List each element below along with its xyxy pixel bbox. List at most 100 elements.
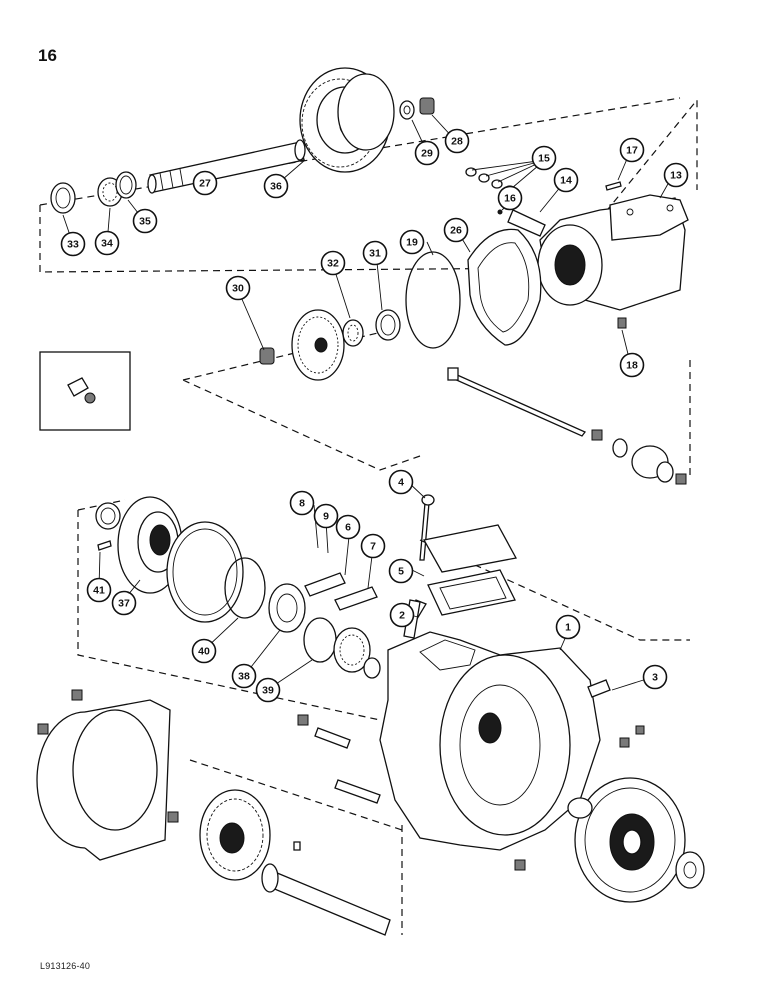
detail-inset (39, 351, 131, 431)
pin-16 (497, 209, 503, 215)
callout-label: 33 (67, 239, 79, 251)
callout-32: 32 (320, 250, 346, 276)
callout-1: 1 (555, 614, 581, 640)
callout-label: 6 (345, 522, 351, 534)
studs (297, 714, 526, 871)
callout-35: 35 (132, 208, 158, 234)
callout-label: 5 (398, 566, 404, 578)
callout-label: 18 (626, 360, 638, 372)
gasket-26 (467, 228, 542, 346)
cover-plate (422, 524, 517, 616)
seal-35 (115, 171, 137, 199)
callout-label: 2 (399, 610, 405, 622)
o-ring-40 (224, 557, 266, 619)
callout-6: 6 (335, 514, 361, 540)
bolt-41 (97, 540, 112, 551)
callout-label: 28 (451, 136, 463, 148)
callout-5: 5 (388, 558, 414, 584)
callout-label: 8 (299, 498, 305, 510)
nut-28 (419, 97, 435, 115)
snap-ring-39 (303, 617, 337, 663)
retainer-37 (117, 496, 183, 594)
callout-36: 36 (263, 173, 289, 199)
callout-label: 9 (323, 511, 329, 523)
clutch-disc (567, 725, 705, 903)
callout-label: 1 (565, 622, 571, 634)
callout-label: 32 (327, 258, 339, 270)
callout-label: 26 (450, 225, 462, 237)
callout-39: 39 (255, 677, 281, 703)
callout-label: 29 (421, 148, 433, 160)
output-shaft-gear (167, 789, 391, 936)
bevel-pinion-gear (291, 309, 345, 381)
bearing-38 (268, 583, 306, 633)
screw-17 (605, 181, 622, 191)
callout-label: 7 (370, 541, 376, 553)
callout-4: 4 (388, 469, 414, 495)
callout-label: 4 (398, 477, 404, 489)
gasket-disc (166, 521, 244, 623)
callout-33: 33 (60, 231, 86, 257)
callout-16: 16 (497, 185, 523, 211)
callout-label: 36 (270, 181, 282, 193)
callout-label: 35 (139, 216, 151, 228)
callout-40: 40 (191, 638, 217, 664)
middle-group-boundary (182, 329, 691, 480)
callout-label: 38 (238, 671, 250, 683)
seal-41-cap (95, 502, 121, 530)
callout-7: 7 (360, 533, 386, 559)
plug-18 (617, 317, 627, 329)
o-ring-19 (405, 251, 461, 349)
callout-label: 40 (198, 646, 210, 658)
bearing-cup-31 (375, 309, 401, 341)
callout-41: 41 (86, 577, 112, 603)
page-number: 16 (38, 46, 57, 65)
long-bolt-assembly (447, 367, 687, 485)
housing-13 (537, 194, 689, 311)
callout-label: 17 (626, 145, 638, 157)
callout-8: 8 (289, 490, 315, 516)
callout-34: 34 (94, 230, 120, 256)
bearing-cone-32 (342, 319, 364, 347)
callout-label: 16 (504, 193, 516, 205)
callout-14: 14 (553, 167, 579, 193)
cover-plates-6-7 (304, 572, 378, 611)
figure-code: L913126-40 (40, 961, 91, 971)
callout-label: 39 (262, 685, 274, 697)
bearing-cup-33 (50, 182, 76, 214)
callout-label: 31 (369, 248, 381, 260)
callout-17: 17 (619, 137, 645, 163)
callout-13: 13 (663, 162, 689, 188)
pin-14 (507, 209, 546, 237)
callout-29: 29 (414, 140, 440, 166)
drive-shaft-27 (147, 139, 306, 194)
callout-15: 15 (531, 145, 557, 171)
washer-29 (399, 100, 415, 120)
callout-label: 15 (538, 153, 550, 165)
callout-2: 2 (389, 602, 415, 628)
callout-label: 3 (652, 672, 658, 684)
pin-3 (587, 679, 611, 698)
callout-label: 14 (560, 175, 572, 187)
callout-26: 26 (443, 217, 469, 243)
nut-30 (259, 347, 275, 365)
callout-9: 9 (313, 503, 339, 529)
callout-31: 31 (362, 240, 388, 266)
callout-3: 3 (642, 664, 668, 690)
callout-30: 30 (225, 275, 251, 301)
drum-housing (36, 689, 171, 861)
callout-37: 37 (111, 590, 137, 616)
callout-label: 27 (199, 178, 211, 190)
callout-label: 13 (670, 170, 682, 182)
callout-38: 38 (231, 663, 257, 689)
callout-label: 37 (118, 598, 130, 610)
callout-27: 27 (192, 170, 218, 196)
callout-label: 41 (93, 585, 105, 597)
callout-18: 18 (619, 352, 645, 378)
callout-19: 19 (399, 229, 425, 255)
bottom-group-boundary (189, 759, 403, 935)
leader-lines (62, 114, 674, 691)
